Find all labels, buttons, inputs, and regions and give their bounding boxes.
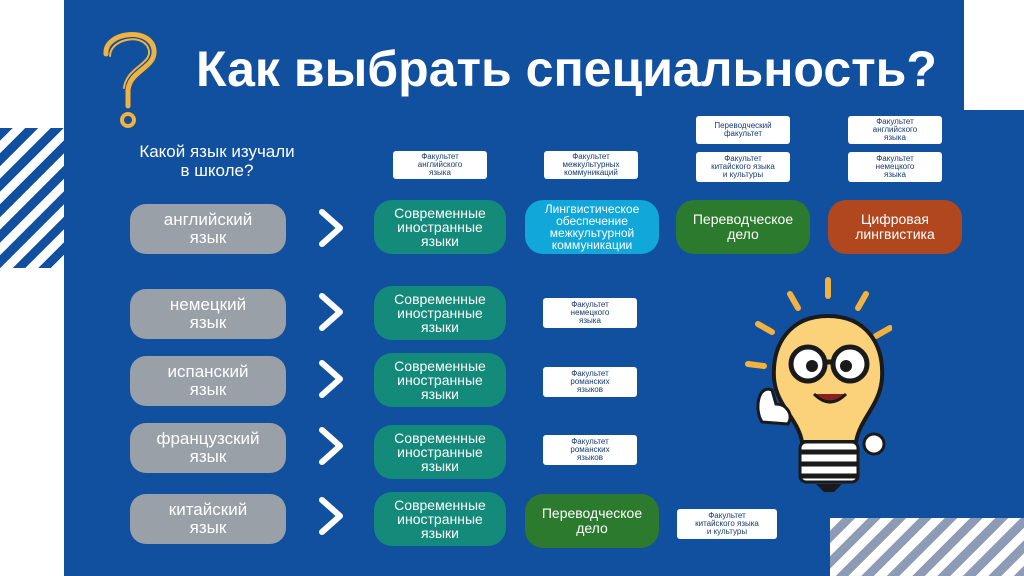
specialty-translation: Переводческое дело — [676, 200, 810, 254]
faculty-note: Факультет английского языка — [848, 116, 942, 144]
specialty-translation: Переводческое дело — [525, 494, 659, 548]
language-english: английский язык — [130, 204, 286, 254]
stripes-decoration-right — [830, 518, 1024, 576]
corner-block — [964, 0, 1024, 110]
language-spanish: испанский язык — [130, 356, 286, 406]
question-mark-icon — [103, 32, 157, 128]
specialty-modern-languages: Современные иностранные языки — [374, 492, 506, 546]
faculty-note: Факультет немецкого языка — [848, 152, 942, 182]
specialty-modern-languages: Современные иностранные языки — [374, 425, 506, 479]
blue-panel — [64, 0, 1024, 576]
specialty-linguistic-support: Лингвистическое обеспечение межкультурно… — [525, 200, 659, 254]
chevron-right-icon — [319, 209, 343, 247]
faculty-note: Факультет межкультурных коммуникаций — [544, 151, 638, 179]
page-title: Как выбрать специальность? — [196, 41, 937, 97]
language-chinese: китайский язык — [130, 494, 286, 544]
faculty-note: Факультет английского языка — [393, 151, 487, 179]
lightbulb-mascot-icon — [745, 277, 892, 492]
chevron-right-icon — [319, 427, 343, 465]
chevron-right-icon — [319, 293, 343, 331]
faculty-note: Факультет романских языков — [543, 367, 637, 397]
specialty-digital-linguistics: Цифровая лингвистика — [828, 200, 962, 254]
question-heading: Какой язык изучали в школе? — [139, 142, 295, 180]
chevron-right-icon — [319, 497, 343, 535]
faculty-note: Факультет китайского языка и культуры — [677, 509, 777, 539]
faculty-note: Переводческий факультет — [696, 116, 790, 144]
language-german: немецкий язык — [130, 289, 286, 339]
chevron-right-icon — [319, 360, 343, 398]
specialty-modern-languages: Современные иностранные языки — [374, 200, 506, 254]
specialty-modern-languages: Современные иностранные языки — [374, 353, 506, 407]
faculty-note: Факультет китайского языка и культуры — [696, 152, 790, 182]
specialty-modern-languages: Современные иностранные языки — [374, 286, 506, 340]
faculty-note: Факультет немецкого языка — [543, 298, 637, 328]
stripes-decoration-left — [0, 128, 64, 268]
language-french: французский язык — [130, 423, 286, 473]
faculty-note: Факультет романских языков — [543, 435, 637, 465]
